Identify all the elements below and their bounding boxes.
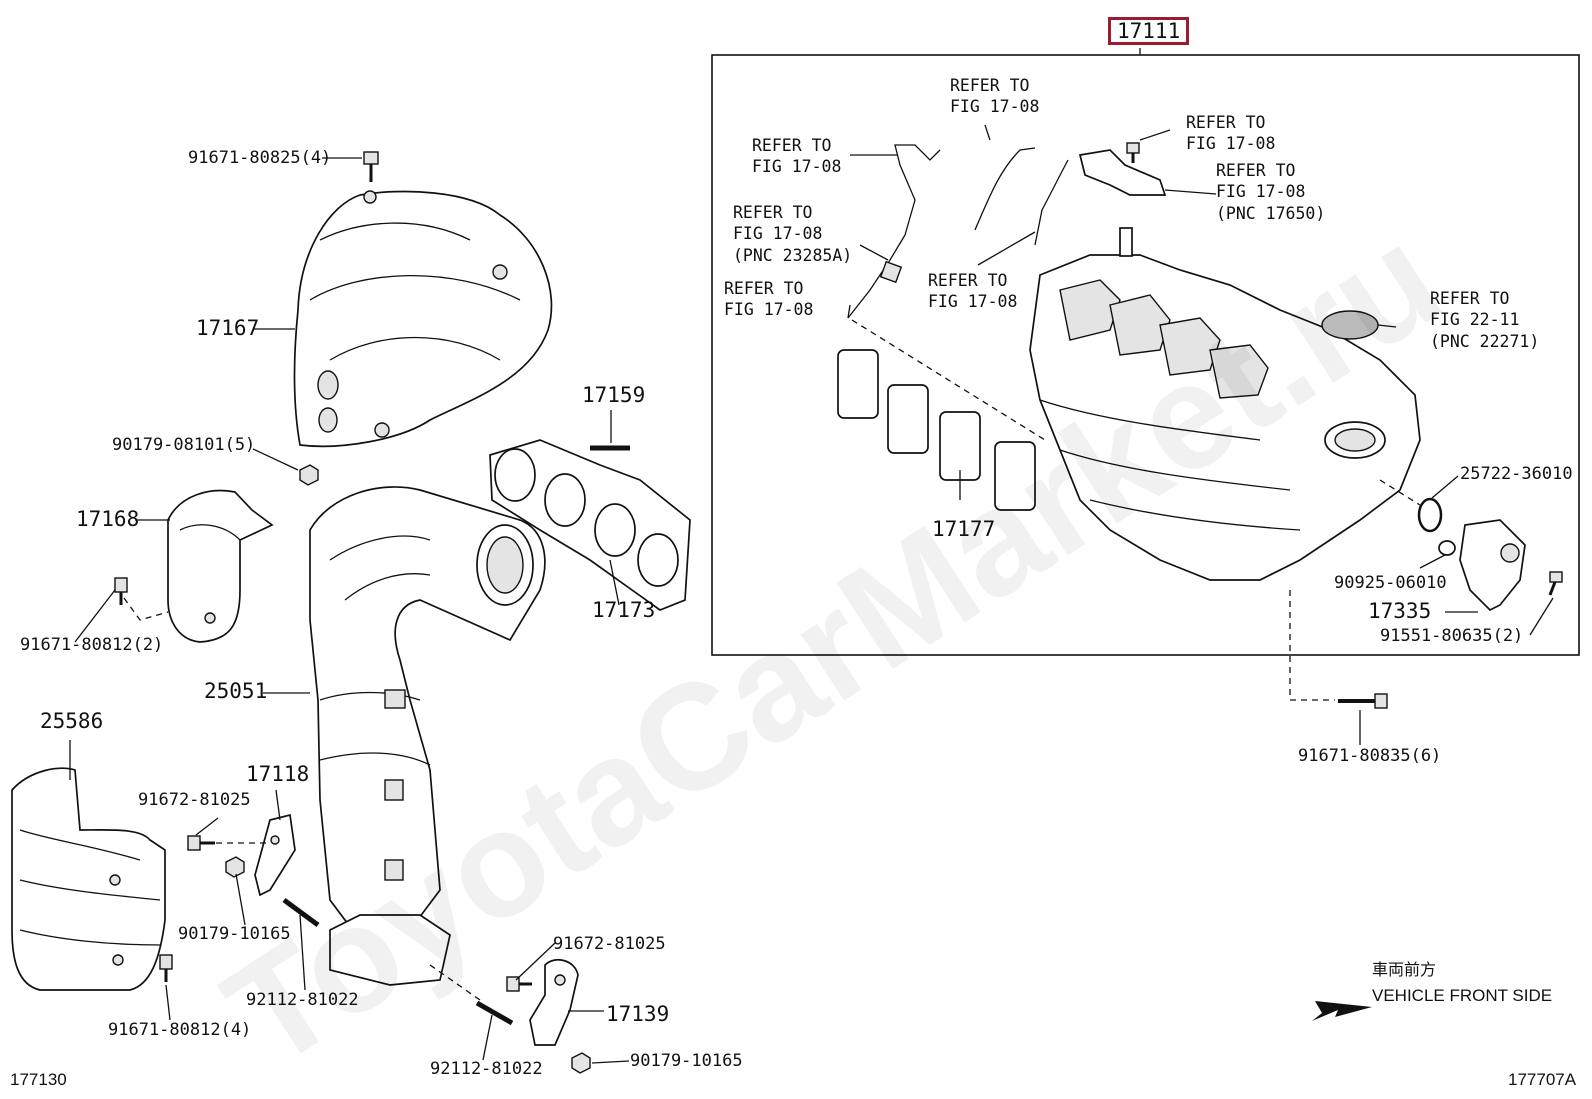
throttle-gasket [1321,310,1379,340]
insulator-25586 [11,767,166,991]
callout-17139[interactable]: 17139 [606,1002,670,1026]
bolt-91671-80812-left [114,577,128,605]
front-direction-arrow [1312,1001,1372,1021]
callout-91671-80812-4[interactable]: 91671-80812(4) [108,1020,252,1040]
reference-note: REFER TO FIG 17-08 [1186,113,1276,154]
callout-90179-10165[interactable]: 90179-10165 [630,1051,743,1071]
direction-label: VEHICLE FRONT SIDE [1372,986,1553,1005]
reference-note: REFER TO FIG 17-08 [928,271,1018,312]
assembly-part-number[interactable]: 17111 [1108,17,1190,46]
bolt-91671-80825 [363,151,379,182]
nut-90179-10165-left [225,856,245,878]
hose-pnc-23285a [847,144,941,319]
leader-lines [69,124,1554,1064]
reference-note: REFER TO FIG 17-08 [724,279,814,320]
callout-91671-80825[interactable]: 91671-80825(4) [188,148,332,168]
figure-code-right: 177707A [1508,1070,1577,1089]
reference-note: REFER TO FIG 17-08 (PNC 17650) [1216,161,1326,223]
reference-note: REFER TO FIG 17-08 [752,136,842,177]
reference-note: REFER TO FIG 17-08 [950,76,1040,117]
stud-92112-81022-left [282,897,320,928]
bolt-91671-80835 [1338,693,1388,709]
callout-17167[interactable]: 17167 [196,316,260,340]
nut-90179-08101 [299,464,319,486]
callout-25051[interactable]: 25051 [204,679,268,703]
callout-25722-36010[interactable]: 25722-36010 [1460,464,1573,484]
bolt-91672-81025-left [187,835,215,851]
callout-92112-81022[interactable]: 92112-81022 [246,990,359,1010]
gaskets-17177 [837,349,1036,511]
bolt-91672-81025-right [506,976,532,992]
callout-17335[interactable]: 17335 [1368,599,1432,623]
hose-upper [974,147,1036,231]
reference-note: REFER TO FIG 22-11 (PNC 22271) [1430,289,1540,351]
bracket-17118 [254,813,296,897]
callout-91671-80812-2[interactable]: 91671-80812(2) [20,635,164,655]
callout-17173[interactable]: 17173 [592,598,656,622]
callout-90179-08101[interactable]: 90179-08101(5) [112,435,256,455]
bolt-91671-80812-lower [159,954,173,982]
callout-25586[interactable]: 25586 [40,709,104,733]
intake-manifold-body [1029,227,1421,581]
exhaust-manifold-25051 [309,486,546,986]
gasket-17173 [489,439,691,611]
callout-91551-80635[interactable]: 91551-80635(2) [1380,626,1524,646]
stud-92112-81022-right [475,1000,514,1026]
callout-91672-81025[interactable]: 91672-81025 [553,934,666,954]
figure-code-left: 177130 [10,1070,67,1089]
cap-90925-06010 [1438,540,1456,556]
callout-92112-81022[interactable]: 92112-81022 [430,1059,543,1079]
bracket-17139 [529,958,579,1046]
insulator-17168 [167,489,274,643]
intake-group-frame [711,54,1580,656]
bolt-91551-80635 [1548,571,1563,596]
callout-17118[interactable]: 17118 [246,762,310,786]
hose-center [1034,159,1069,246]
direction-japanese: 車両前方 [1372,962,1437,979]
callout-90925-06010[interactable]: 90925-06010 [1334,573,1447,593]
sensor-17335 [1459,519,1526,612]
nut-90179-10165-right [571,1052,591,1074]
callout-17177[interactable]: 17177 [932,517,996,541]
callout-17159[interactable]: 17159 [582,383,646,407]
o-ring-25722 [1417,497,1443,533]
callout-91672-81025[interactable]: 91672-81025 [138,790,251,810]
vsv-assembly [1078,142,1167,196]
heat-insulator-17167 [293,190,553,448]
callout-91671-80835[interactable]: 91671-80835(6) [1298,746,1442,766]
reference-note: REFER TO FIG 17-08 (PNC 23285A) [733,203,853,265]
callout-90179-10165[interactable]: 90179-10165 [178,924,291,944]
callout-17168[interactable]: 17168 [76,507,140,531]
